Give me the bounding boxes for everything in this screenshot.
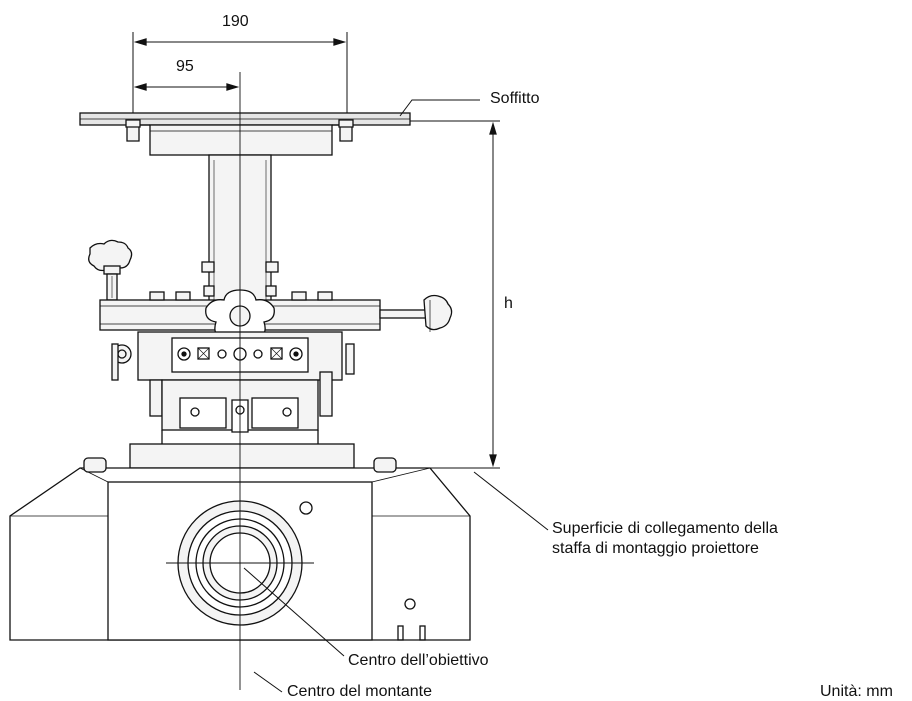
ceiling-leader bbox=[399, 99, 480, 117]
surface-label-line1: Superficie di collegamento della bbox=[552, 520, 778, 537]
surface-label-line2: staffa di montaggio proiettore bbox=[552, 540, 759, 557]
dimension-h bbox=[410, 120, 500, 469]
pole-center-leader bbox=[253, 671, 283, 693]
left-tilt-knob bbox=[88, 239, 133, 301]
ceiling-label: Soffitto bbox=[490, 90, 540, 107]
right-pan-knob bbox=[379, 294, 453, 332]
dimension-95 bbox=[133, 83, 240, 91]
ceiling-bracket bbox=[125, 119, 354, 156]
dimension-95-label: 95 bbox=[176, 58, 194, 75]
dimension-h-label: h bbox=[504, 295, 513, 312]
pole-center-label: Centro del montante bbox=[287, 683, 432, 700]
lens-center-leader bbox=[243, 567, 345, 657]
surface-leader bbox=[473, 471, 549, 531]
dimension-190-label: 190 bbox=[222, 13, 249, 30]
lens-center-label: Centro dell’obiettivo bbox=[348, 652, 489, 669]
dimension-190 bbox=[132, 32, 348, 125]
unit-label: Unità: mm bbox=[820, 683, 893, 700]
